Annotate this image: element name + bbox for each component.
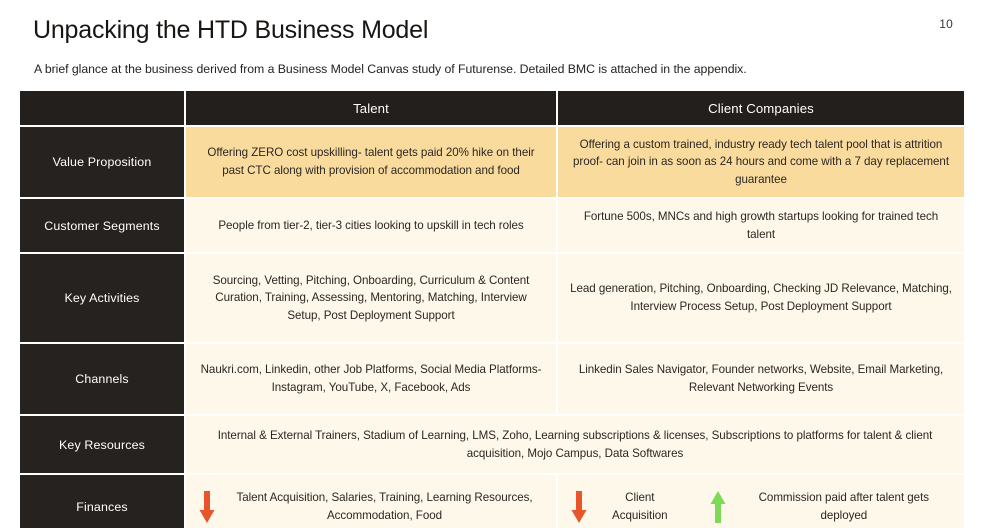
cell-key-activities-client: Lead generation, Pitching, Onboarding, C… xyxy=(558,254,964,342)
cell-key-activities-talent: Sourcing, Vetting, Pitching, Onboarding,… xyxy=(186,254,556,342)
table-row-value-proposition: Value Proposition Offering ZERO cost ups… xyxy=(20,127,964,197)
cell-value-proposition-client: Offering a custom trained, industry read… xyxy=(558,127,964,197)
cell-customer-segments-talent: People from tier-2, tier-3 cities lookin… xyxy=(186,199,556,252)
table-header-row: Talent Client Companies xyxy=(20,91,964,125)
row-label-finances: Finances xyxy=(20,475,184,528)
cell-value-proposition-talent: Offering ZERO cost upskilling- talent ge… xyxy=(186,127,556,197)
business-model-table: Talent Client Companies Value Propositio… xyxy=(18,89,966,528)
finances-item: Client Acquisition xyxy=(570,489,683,524)
table-row-key-activities: Key Activities Sourcing, Vetting, Pitchi… xyxy=(20,254,964,342)
cell-finances-talent: Talent Acquisition, Salaries, Training, … xyxy=(186,475,556,528)
header-talent: Talent xyxy=(186,91,556,125)
finances-item: Talent Acquisition, Salaries, Training, … xyxy=(198,489,544,524)
table-row-channels: Channels Naukri.com, Linkedin, other Job… xyxy=(20,344,964,414)
arrow-down-icon xyxy=(199,490,215,523)
row-label-customer-segments: Customer Segments xyxy=(20,199,184,252)
finances-client-list: Client Acquisition Commission paid after… xyxy=(570,489,952,524)
row-label-key-resources: Key Resources xyxy=(20,416,184,473)
cell-finances-client: Client Acquisition Commission paid after… xyxy=(558,475,964,528)
row-label-key-activities: Key Activities xyxy=(20,254,184,342)
page-title: Unpacking the HTD Business Model xyxy=(33,16,429,44)
cell-channels-talent: Naukri.com, Linkedin, other Job Platform… xyxy=(186,344,556,414)
table-header: Talent Client Companies xyxy=(20,91,964,125)
table-row-customer-segments: Customer Segments People from tier-2, ti… xyxy=(20,199,964,252)
page-number: 10 xyxy=(939,17,953,31)
table-row-finances: Finances Talent Acquisition, Salaries, T… xyxy=(20,475,964,528)
finances-talent-list: Talent Acquisition, Salaries, Training, … xyxy=(198,489,544,524)
table-row-key-resources: Key Resources Internal & External Traine… xyxy=(20,416,964,473)
table-body: Value Proposition Offering ZERO cost ups… xyxy=(20,127,964,528)
header-corner-blank xyxy=(20,91,184,125)
finances-item-label: Commission paid after talent gets deploy… xyxy=(758,491,929,522)
cell-channels-client: Linkedin Sales Navigator, Founder networ… xyxy=(558,344,964,414)
finances-item-label: Talent Acquisition, Salaries, Training, … xyxy=(236,491,533,522)
row-label-value-proposition: Value Proposition xyxy=(20,127,184,197)
arrow-up-icon xyxy=(710,490,726,523)
cell-key-resources-merged: Internal & External Trainers, Stadium of… xyxy=(186,416,964,473)
finances-item-label: Client Acquisition xyxy=(612,491,668,522)
header-client-companies: Client Companies xyxy=(558,91,964,125)
finances-item: Commission paid after talent gets deploy… xyxy=(709,489,952,524)
cell-customer-segments-client: Fortune 500s, MNCs and high growth start… xyxy=(558,199,964,252)
slide-subtitle: A brief glance at the business derived f… xyxy=(34,62,747,76)
row-label-channels: Channels xyxy=(20,344,184,414)
arrow-down-icon xyxy=(571,490,587,523)
